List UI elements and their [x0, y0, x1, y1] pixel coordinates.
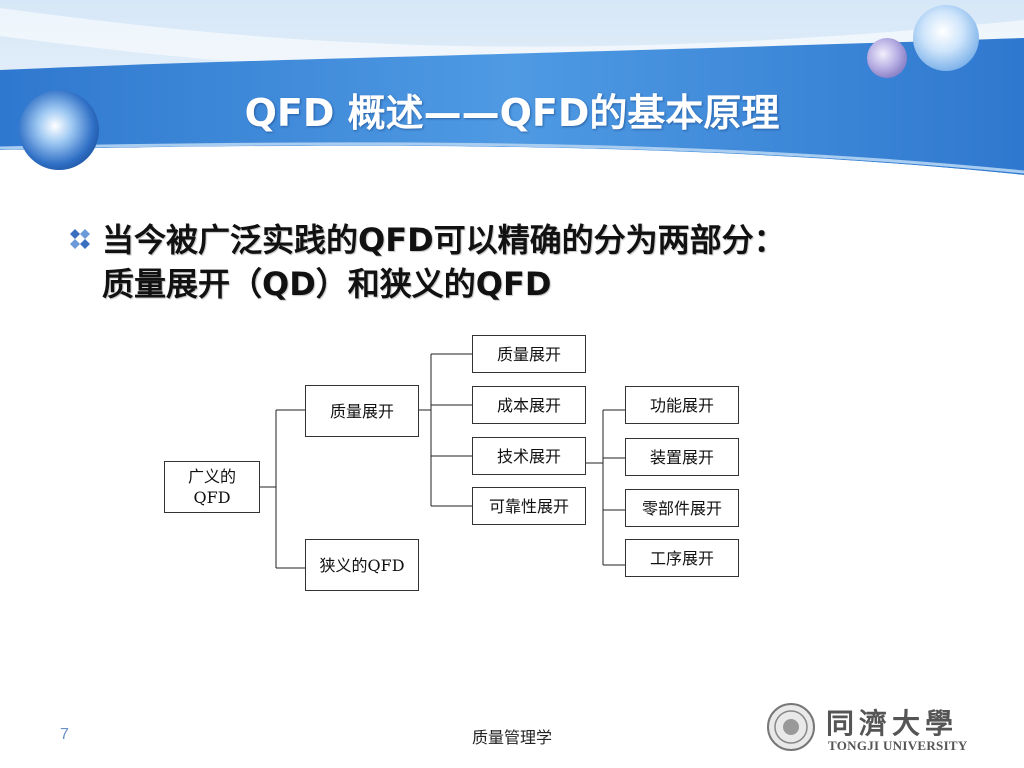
bullet-text: 当今被广泛实践的QFD可以精确的分为两部分： 质量展开（QD）和狭义的QFD [102, 218, 962, 306]
bullet-line-1: 当今被广泛实践的QFD可以精确的分为两部分： [102, 221, 786, 259]
diagram-level3-box: 功能展开 [625, 386, 739, 424]
bullet-line-2: 质量展开（QD）和狭义的QFD [102, 265, 552, 303]
diagram-level2-box: 成本展开 [472, 386, 586, 424]
diagram-level2-label: 成本展开 [496, 395, 561, 415]
diagram-level3-label: 装置展开 [649, 447, 714, 467]
diagram-level3-box: 装置展开 [625, 438, 739, 476]
diagram-level1-box: 狭义的QFD [305, 539, 419, 591]
diagram-level3-label: 工序展开 [649, 548, 714, 568]
diagram-level3-label: 功能展开 [649, 395, 714, 415]
diagram-level2-box: 可靠性展开 [472, 487, 586, 525]
logo-chinese-name: 同濟大學 [826, 707, 959, 740]
university-seal-icon [767, 703, 815, 751]
diagram-level3-box: 工序展开 [625, 539, 739, 577]
page-number: 7 [60, 726, 69, 743]
diagram-level2-label: 可靠性展开 [488, 496, 569, 516]
course-name: 质量管理学 [471, 728, 552, 747]
diagram-level2-box: 质量展开 [472, 335, 586, 373]
diagram-level2-label: 质量展开 [496, 344, 561, 364]
logo-english-name: TONGJI UNIVERSITY [828, 738, 968, 753]
header-banner [0, 0, 1024, 200]
diagram-level1-box: 质量展开 [305, 385, 419, 437]
diagram-root-label: 广义的QFD [187, 467, 236, 507]
diagram-level2-box: 技术展开 [472, 437, 586, 475]
slide-title: QFD 概述——QFD的基本原理 [244, 91, 780, 135]
diagram-level3-label: 零部件展开 [641, 498, 722, 518]
university-logo: 同濟大學 TONGJI UNIVERSITY [766, 700, 976, 758]
diagram-level2-label: 技术展开 [496, 446, 561, 466]
diagram-root-box: 广义的QFD [164, 461, 260, 513]
diagram-level1-label: 质量展开 [329, 401, 394, 421]
diagram-level1-label: 狭义的QFD [319, 555, 405, 575]
diamond-bullet-icon [70, 229, 90, 249]
diagram-level3-box: 零部件展开 [625, 489, 739, 527]
